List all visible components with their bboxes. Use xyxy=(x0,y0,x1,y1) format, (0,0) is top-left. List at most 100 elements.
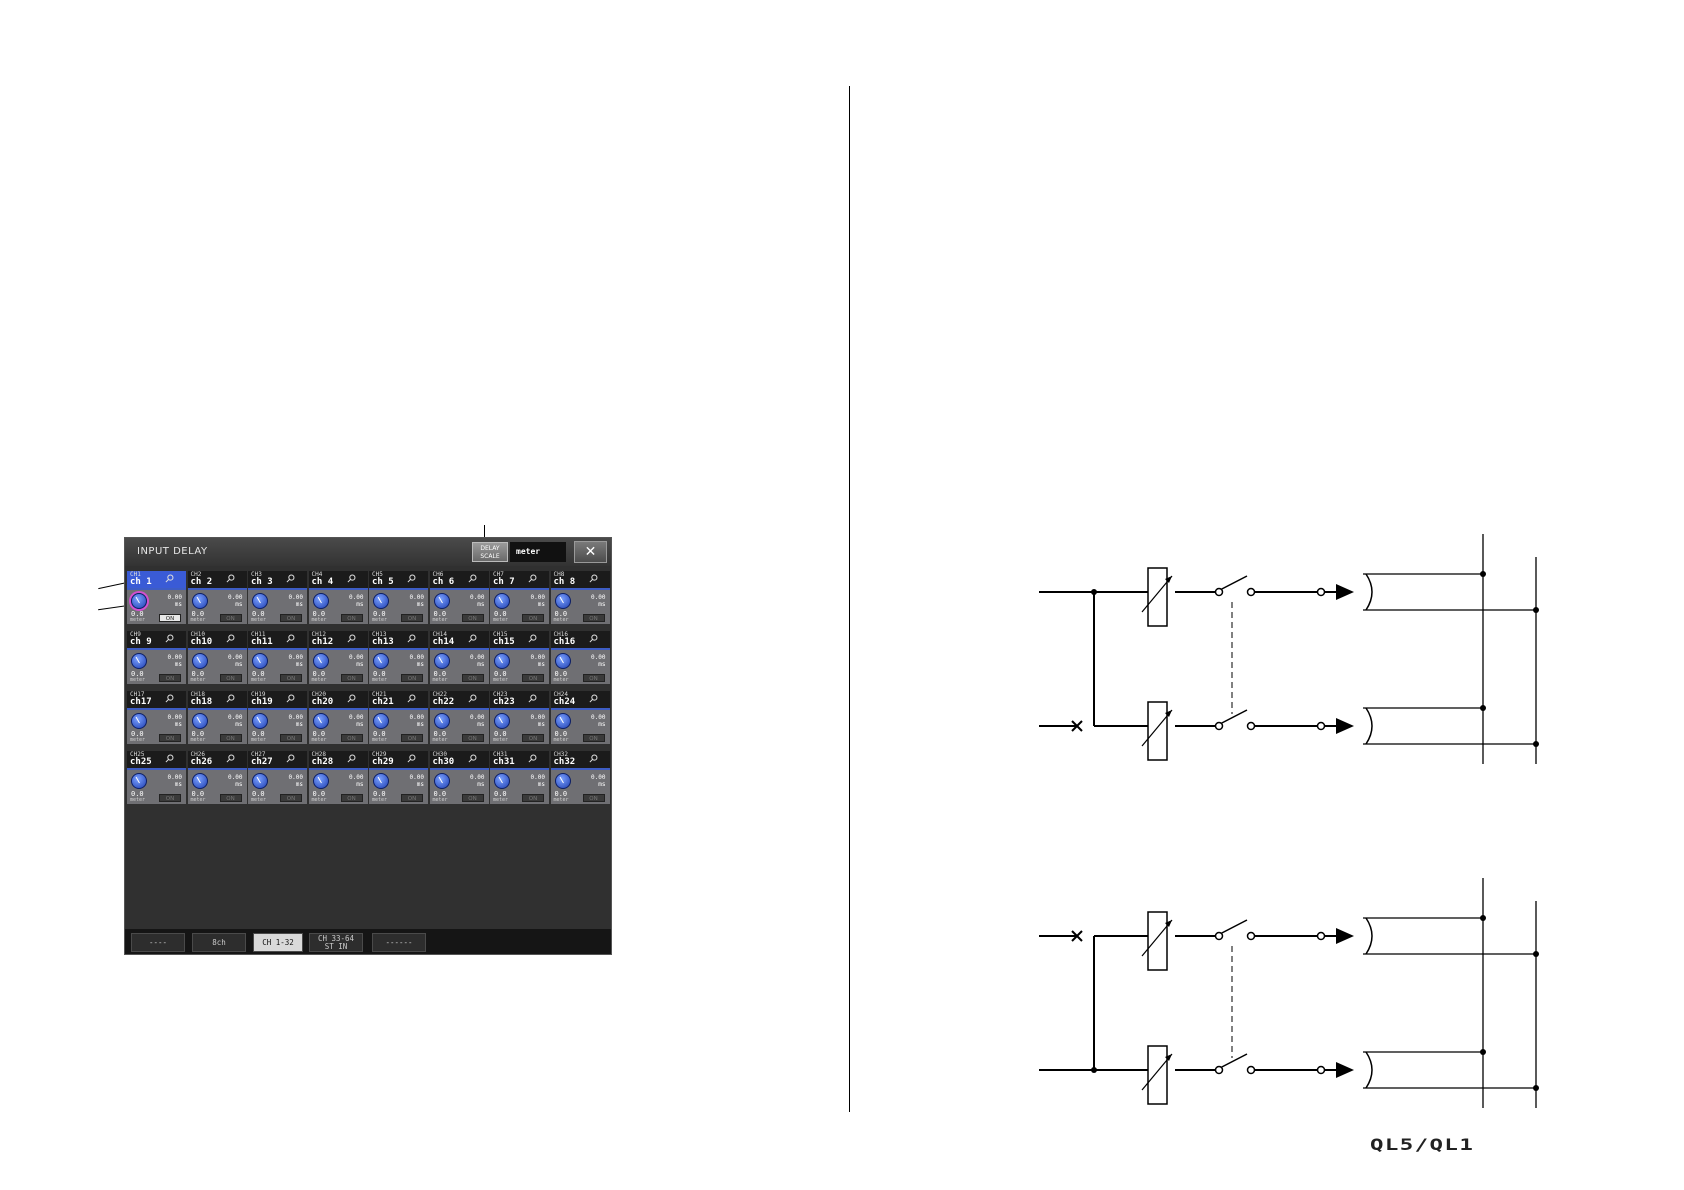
delay-knob[interactable] xyxy=(131,773,147,789)
delay-on-button[interactable]: ON xyxy=(582,674,605,682)
delay-knob[interactable] xyxy=(312,773,329,789)
delay-knob[interactable] xyxy=(191,593,208,609)
delay-knob[interactable] xyxy=(252,773,268,789)
delay-on-button[interactable]: ON xyxy=(582,614,605,622)
tab-ch-1-32[interactable]: CH 1-32 xyxy=(253,933,303,952)
delay-on-button[interactable]: ON xyxy=(401,674,423,682)
delay-on-button[interactable]: ON xyxy=(280,794,302,802)
delay-on-button[interactable]: ON xyxy=(401,734,423,742)
delay-knob[interactable] xyxy=(433,593,450,609)
delay-on-button[interactable]: ON xyxy=(219,734,242,742)
delay-knob[interactable] xyxy=(191,773,208,789)
delay-knob[interactable] xyxy=(554,773,571,789)
delay-on-button[interactable]: ON xyxy=(522,614,544,622)
delay-knob[interactable] xyxy=(554,713,571,729)
delay-on-button[interactable]: ON xyxy=(340,674,363,682)
delay-knob[interactable] xyxy=(494,593,510,609)
delay-knob[interactable] xyxy=(312,653,329,669)
delay-knob[interactable] xyxy=(554,653,571,669)
delay-knob[interactable] xyxy=(252,653,268,669)
delay-on-button[interactable]: ON xyxy=(219,614,242,622)
delay-knob[interactable] xyxy=(131,713,147,729)
delay-on-button[interactable]: ON xyxy=(340,794,363,802)
tab-ch-33-64[interactable]: CH 33-64 ST IN xyxy=(309,933,363,952)
delay-knob[interactable] xyxy=(494,773,510,789)
delay-knob[interactable] xyxy=(494,653,510,669)
delay-on-button[interactable]: ON xyxy=(280,734,302,742)
delay-knob[interactable] xyxy=(433,773,450,789)
tab-empty-1[interactable]: ---- xyxy=(131,933,185,952)
delay-knob[interactable] xyxy=(554,593,571,609)
delay-on-button[interactable]: ON xyxy=(340,614,363,622)
delay-on-button[interactable]: ON xyxy=(582,794,605,802)
delay-knob[interactable] xyxy=(373,773,389,789)
delay-on-button[interactable]: ON xyxy=(522,794,544,802)
delay-on-button[interactable]: ON xyxy=(522,674,544,682)
delay-on-button[interactable]: ON xyxy=(219,674,242,682)
delay-knob[interactable] xyxy=(131,593,147,609)
tab-8ch[interactable]: 8ch xyxy=(192,933,246,952)
delay-knob[interactable] xyxy=(312,713,329,729)
delay-on-button[interactable]: ON xyxy=(280,674,302,682)
delay-knob[interactable] xyxy=(252,713,268,729)
delay-scale-button[interactable]: DELAY SCALE xyxy=(472,542,508,562)
delay-on-button[interactable]: ON xyxy=(582,734,605,742)
delay-knob[interactable] xyxy=(131,653,147,669)
delay-knob[interactable] xyxy=(373,713,389,729)
delay-on-button[interactable]: ON xyxy=(280,614,302,622)
delay-knob[interactable] xyxy=(373,653,389,669)
delay-on-button[interactable]: ON xyxy=(219,794,242,802)
delay-on-button[interactable]: ON xyxy=(461,794,484,802)
delay-on-button[interactable]: ON xyxy=(461,674,484,682)
close-button[interactable]: ✕ xyxy=(574,541,607,563)
delay-knob[interactable] xyxy=(252,593,268,609)
delay-knob[interactable] xyxy=(312,593,329,609)
